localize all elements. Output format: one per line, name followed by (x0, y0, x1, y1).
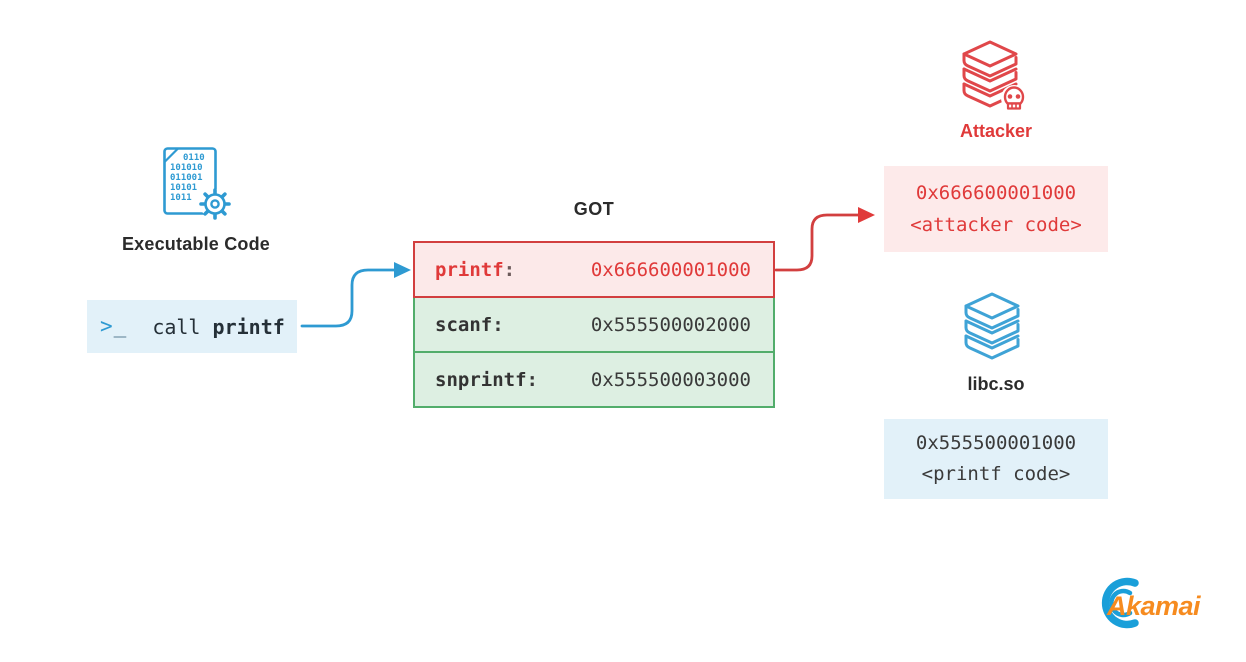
got-entry-address: 0x666600001000 (590, 258, 751, 281)
got-entry-name: printf (435, 258, 504, 281)
got-entry-name: snprintf (435, 368, 527, 391)
attacker-address: 0x666600001000 (915, 182, 1077, 204)
akamai-logo-text: Akamai (1107, 591, 1201, 621)
terminal-prompt-icon: >_ (100, 314, 127, 338)
got-row-snprintf: snprintf: 0x555500003000 (413, 351, 775, 408)
attacker-code-box: 0x666600001000 <attacker code> (884, 166, 1108, 252)
libc-label: libc.so (967, 374, 1025, 394)
gear-icon (199, 188, 231, 220)
got-title: GOT (573, 199, 615, 219)
got-entry-address: 0x555500003000 (590, 368, 751, 391)
svg-text:0110: 0110 (183, 153, 205, 163)
akamai-swoosh-icon (1101, 577, 1139, 629)
got-row-printf: printf: 0x666600001000 (413, 241, 775, 298)
attacker-code-text: <attacker code> (910, 214, 1082, 236)
hijack-arrow (774, 213, 860, 272)
call-printf-box: >_ call printf (87, 300, 297, 353)
libc-code-box: 0x555500001000 <printf code> (884, 419, 1108, 499)
got-entry-name: scanf (435, 313, 493, 336)
libc-address: 0x555500001000 (915, 432, 1077, 454)
hijack-arrowhead-icon (858, 207, 875, 223)
got-entry-address: 0x555500002000 (590, 313, 751, 336)
call-arrowhead-icon (394, 262, 411, 278)
skull-icon (1001, 85, 1027, 111)
svg-text:011001: 011001 (170, 173, 203, 183)
svg-text:101010: 101010 (170, 163, 203, 173)
executable-code-label: Executable Code (121, 234, 271, 254)
call-arrow (300, 268, 396, 328)
svg-text:10101: 10101 (170, 183, 197, 193)
binary-code-text: 0110 101010 011001 10101 1011 (170, 153, 205, 203)
attacker-books-skull-icon (962, 40, 1027, 111)
attacker-label: Attacker (959, 121, 1033, 141)
executable-code-icon: 0110 101010 011001 10101 1011 (163, 147, 231, 220)
got-table: printf: 0x666600001000 scanf: 0x55550000… (413, 241, 775, 408)
got-row-scanf: scanf: 0x555500002000 (413, 296, 775, 353)
call-instruction: call printf (152, 314, 285, 339)
akamai-logo: Akamai (1091, 576, 1209, 630)
libc-books-icon (964, 292, 1020, 360)
svg-text:1011: 1011 (170, 193, 192, 203)
libc-code-text: <printf code> (921, 463, 1071, 485)
